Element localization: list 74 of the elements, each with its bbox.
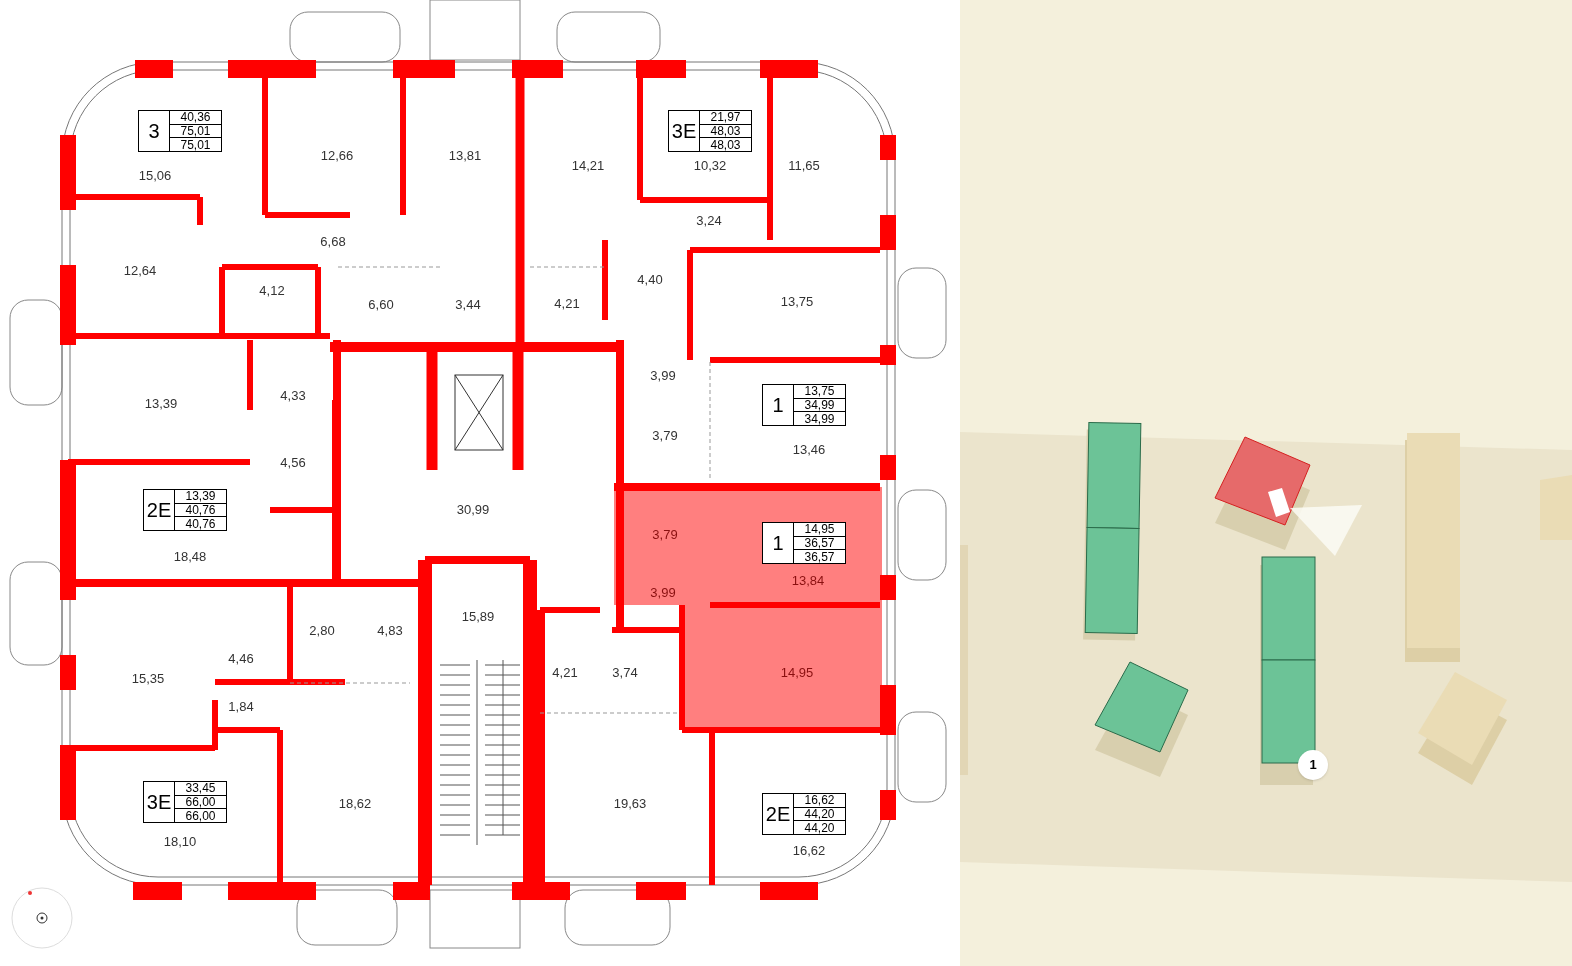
apartment-type: 1 [772, 533, 784, 553]
room-area-label: 13,39 [144, 395, 178, 414]
area-value: 14,95 [804, 523, 835, 536]
apartment-type: 3E [146, 792, 172, 812]
area-value: 66,00 [185, 809, 216, 822]
area-value: 44,20 [804, 821, 835, 834]
room-area-label: 3,44 [455, 296, 481, 315]
apartment-type: 1 [772, 395, 784, 415]
apartment-info-box [143, 781, 227, 823]
area-value: 34,99 [804, 399, 835, 411]
room-area-label: 19,63 [613, 795, 647, 814]
room-area-label: 3,79 [652, 427, 678, 446]
room-area-label: 4,21 [554, 295, 580, 314]
apartment-type: 2E [765, 804, 791, 824]
room-area-label: 18,62 [338, 795, 372, 814]
room-area-label: 6,60 [368, 296, 394, 315]
room-area-label: 13,46 [792, 441, 826, 460]
room-area-label: 13,75 [780, 293, 814, 312]
area-value: 75,01 [180, 138, 211, 151]
apartment-type: 3 [148, 121, 160, 141]
room-area-label: 3,74 [612, 664, 638, 683]
room-area-label: 6,68 [320, 233, 346, 252]
apartment-type: 2E [146, 500, 172, 520]
room-area-label: 18,48 [173, 548, 207, 567]
apartment-info-box [762, 793, 846, 835]
room-area-label: 4,56 [280, 454, 306, 473]
area-value: 44,20 [804, 808, 835, 820]
area-value: 40,76 [185, 517, 216, 530]
room-area-label: 2,80 [309, 622, 335, 641]
area-value: 13,39 [185, 490, 216, 503]
area-value: 16,62 [804, 794, 835, 807]
area-value: 34,99 [804, 412, 835, 425]
room-area-label: 4,21 [552, 664, 578, 683]
area-value: 48,03 [710, 125, 741, 137]
room-area-label: 15,89 [461, 608, 495, 627]
room-area-label: 4,12 [259, 282, 285, 301]
room-area-label: 18,10 [163, 833, 197, 852]
area-value: 13,75 [804, 385, 835, 398]
room-area-label: 1,84 [228, 698, 254, 717]
apartment-info-box [143, 489, 227, 531]
apartment-info-box [138, 110, 222, 152]
area-value: 21,97 [710, 111, 741, 124]
apartment-type: 3E [671, 121, 697, 141]
area-value: 33,45 [185, 782, 216, 795]
room-area-label: 4,83 [377, 622, 403, 641]
room-area-label: 10,32 [693, 157, 727, 176]
area-value: 75,01 [180, 125, 211, 137]
area-value: 40,36 [180, 111, 211, 124]
room-area-label: 11,65 [788, 157, 820, 176]
room-area-label: 16,62 [792, 842, 826, 861]
apartment-info-box [762, 522, 846, 564]
apartment-info-box [668, 110, 752, 152]
apartment-info-box [762, 384, 846, 426]
room-area-label: 15,35 [131, 670, 165, 689]
room-area-label: 15,06 [138, 167, 172, 186]
room-area-label: 4,33 [280, 387, 306, 406]
area-value: 40,76 [185, 504, 216, 516]
room-area-label: 3,99 [650, 367, 676, 386]
room-area-label: 14,95 [780, 664, 814, 683]
room-area-label: 14,21 [571, 157, 605, 176]
room-area-label: 30,99 [456, 501, 490, 520]
room-area-label: 3,79 [652, 526, 678, 545]
room-area-label: 4,46 [228, 650, 254, 669]
area-value: 36,57 [804, 550, 835, 563]
area-value: 66,00 [185, 796, 216, 808]
room-area-label: 3,99 [650, 584, 676, 603]
room-area-label: 13,81 [448, 147, 482, 166]
room-area-label: 4,40 [637, 271, 663, 290]
room-area-label: 12,66 [320, 147, 354, 166]
room-area-label: 13,84 [791, 572, 825, 591]
area-value: 48,03 [710, 138, 741, 151]
area-value: 36,57 [804, 537, 835, 549]
room-area-label: 12,64 [123, 262, 157, 281]
room-area-label: 3,24 [696, 212, 722, 231]
